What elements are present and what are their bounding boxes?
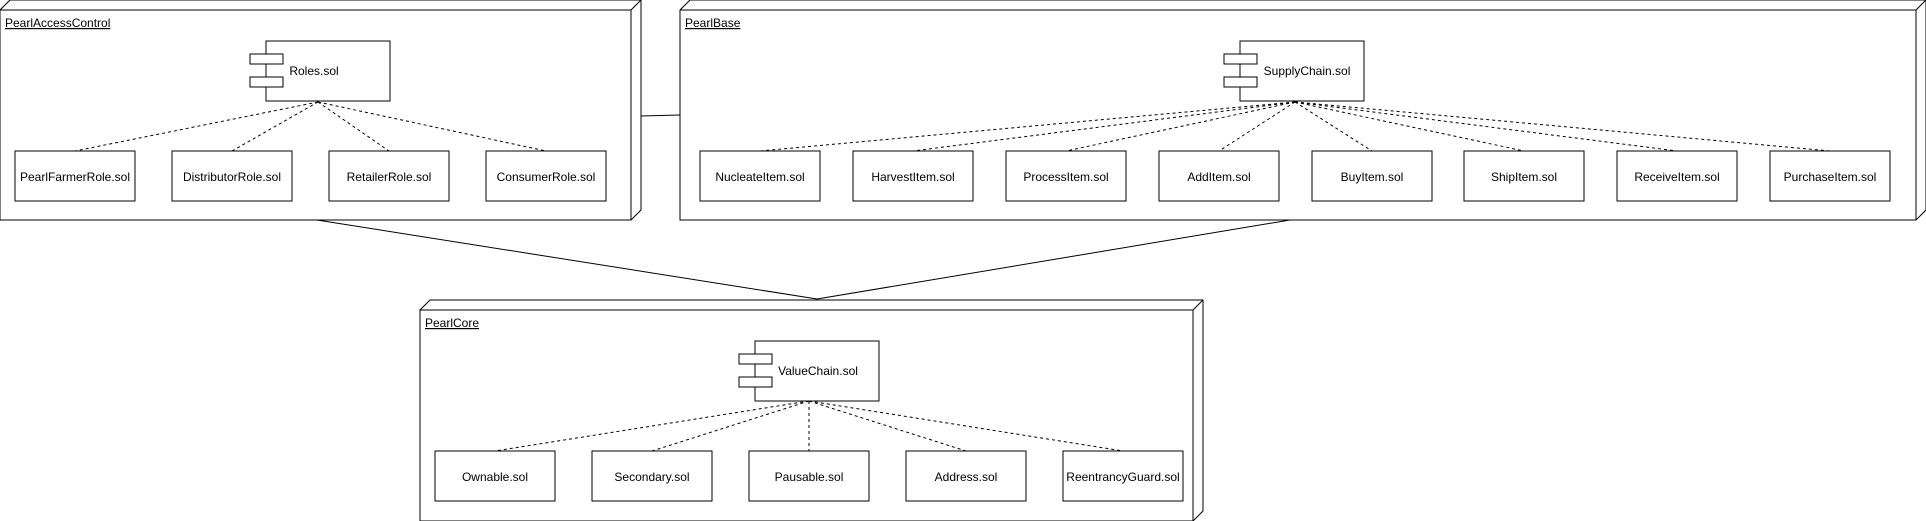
file-rect	[1311, 150, 1433, 202]
file-rect	[591, 450, 713, 502]
component-icon-port-top	[738, 353, 773, 365]
file-rect	[852, 150, 974, 202]
file-box[interactable]: PurchaseItem.sol	[1769, 150, 1891, 202]
file-label: ReentrancyGuard.sol	[1066, 470, 1179, 484]
component-supplychain[interactable]: SupplyChain.sol	[1223, 40, 1365, 102]
package-node-3d-edge-line	[680, 0, 1926, 220]
connector-base-core	[816, 219, 1291, 300]
file-rect	[434, 450, 556, 502]
file-label: DistributorRole.sol	[183, 170, 281, 184]
dependency-line	[494, 400, 810, 452]
package-pearlbase[interactable]: PearlBase SupplyChain.sol NucleateItem.s…	[679, 0, 1926, 221]
file-box[interactable]: Address.sol	[905, 450, 1027, 502]
file-box[interactable]: PearlFarmerRole.sol	[14, 150, 136, 202]
file-label: ShipItem.sol	[1491, 170, 1557, 184]
dependency-line	[74, 101, 319, 152]
file-box[interactable]: ConsumerRole.sol	[485, 150, 607, 202]
component-icon-port-bottom	[738, 376, 773, 388]
component-icon-port-bottom	[1223, 76, 1258, 88]
file-label: HarvestItem.sol	[871, 170, 954, 184]
file-box[interactable]: RetailerRole.sol	[328, 150, 450, 202]
file-box[interactable]: ShipItem.sol	[1463, 150, 1585, 202]
file-label: PurchaseItem.sol	[1784, 170, 1877, 184]
file-label: RetailerRole.sol	[347, 170, 432, 184]
connector-accesscontrol-base	[640, 114, 681, 117]
file-rect	[171, 150, 293, 202]
file-rect	[1769, 150, 1891, 202]
file-rect	[1062, 450, 1184, 502]
package-title: PearlBase	[685, 16, 741, 30]
component-roles[interactable]: Roles.sol	[249, 40, 391, 102]
dependency-line	[317, 101, 390, 152]
file-label: AddItem.sol	[1187, 170, 1250, 184]
component-label: ValueChain.sol	[778, 364, 858, 378]
file-rect	[1005, 150, 1127, 202]
file-label: BuyItem.sol	[1341, 170, 1404, 184]
dependency-line	[1294, 101, 1678, 152]
file-rect	[1463, 150, 1585, 202]
dependency-line	[231, 101, 319, 152]
connector-accesscontrol-core	[316, 219, 818, 300]
file-box[interactable]: HarvestItem.sol	[852, 150, 974, 202]
file-rect	[485, 150, 607, 202]
dependency-line	[912, 101, 1296, 152]
file-rect	[748, 450, 870, 502]
package-node-3d-edge-line	[420, 299, 1204, 521]
file-box[interactable]: DistributorRole.sol	[171, 150, 293, 202]
package-pearlaccesscontrol[interactable]: PearlAccessControl Roles.sol PearlFarmer…	[0, 0, 642, 221]
file-label: ConsumerRole.sol	[497, 170, 596, 184]
file-box[interactable]: Pausable.sol	[748, 450, 870, 502]
dependency-line	[317, 101, 547, 152]
file-rect	[905, 450, 1027, 502]
file-label: Address.sol	[935, 470, 998, 484]
file-rect	[1158, 150, 1280, 202]
file-label: NucleateItem.sol	[715, 170, 804, 184]
file-label: Secondary.sol	[614, 470, 689, 484]
file-box[interactable]: AddItem.sol	[1158, 150, 1280, 202]
component-icon-port-top	[249, 53, 284, 65]
file-label: ProcessItem.sol	[1023, 170, 1108, 184]
file-label: ReceiveItem.sol	[1634, 170, 1719, 184]
file-box[interactable]: ReentrancyGuard.sol	[1062, 450, 1184, 502]
file-box[interactable]: Secondary.sol	[591, 450, 713, 502]
package-node-3d-edge	[679, 0, 1926, 221]
component-box	[1239, 40, 1365, 102]
package-title: PearlAccessControl	[5, 16, 110, 30]
file-label: Ownable.sol	[462, 470, 528, 484]
package-node-3d-edge	[0, 0, 642, 221]
component-box	[265, 40, 391, 102]
package-pearlcore[interactable]: PearlCore ValueChain.sol Ownable.sol Sec…	[419, 299, 1204, 521]
file-rect	[1616, 150, 1738, 202]
component-box	[754, 340, 880, 402]
file-box[interactable]: ProcessItem.sol	[1005, 150, 1127, 202]
component-label: Roles.sol	[289, 64, 338, 78]
file-rect	[699, 150, 821, 202]
file-box[interactable]: ReceiveItem.sol	[1616, 150, 1738, 202]
file-box[interactable]: NucleateItem.sol	[699, 150, 821, 202]
file-rect	[328, 150, 450, 202]
component-label: SupplyChain.sol	[1264, 64, 1351, 78]
component-icon-port-bottom	[249, 76, 284, 88]
package-node-3d-edge-line	[0, 0, 642, 220]
component-icon-port-top	[1223, 53, 1258, 65]
component-valuechain[interactable]: ValueChain.sol	[738, 340, 880, 402]
file-box[interactable]: BuyItem.sol	[1311, 150, 1433, 202]
dependency-line	[808, 400, 1124, 452]
package-title: PearlCore	[425, 316, 479, 330]
file-label: PearlFarmerRole.sol	[20, 170, 130, 184]
file-rect	[14, 150, 136, 202]
file-label: Pausable.sol	[775, 470, 844, 484]
file-box[interactable]: Ownable.sol	[434, 450, 556, 502]
